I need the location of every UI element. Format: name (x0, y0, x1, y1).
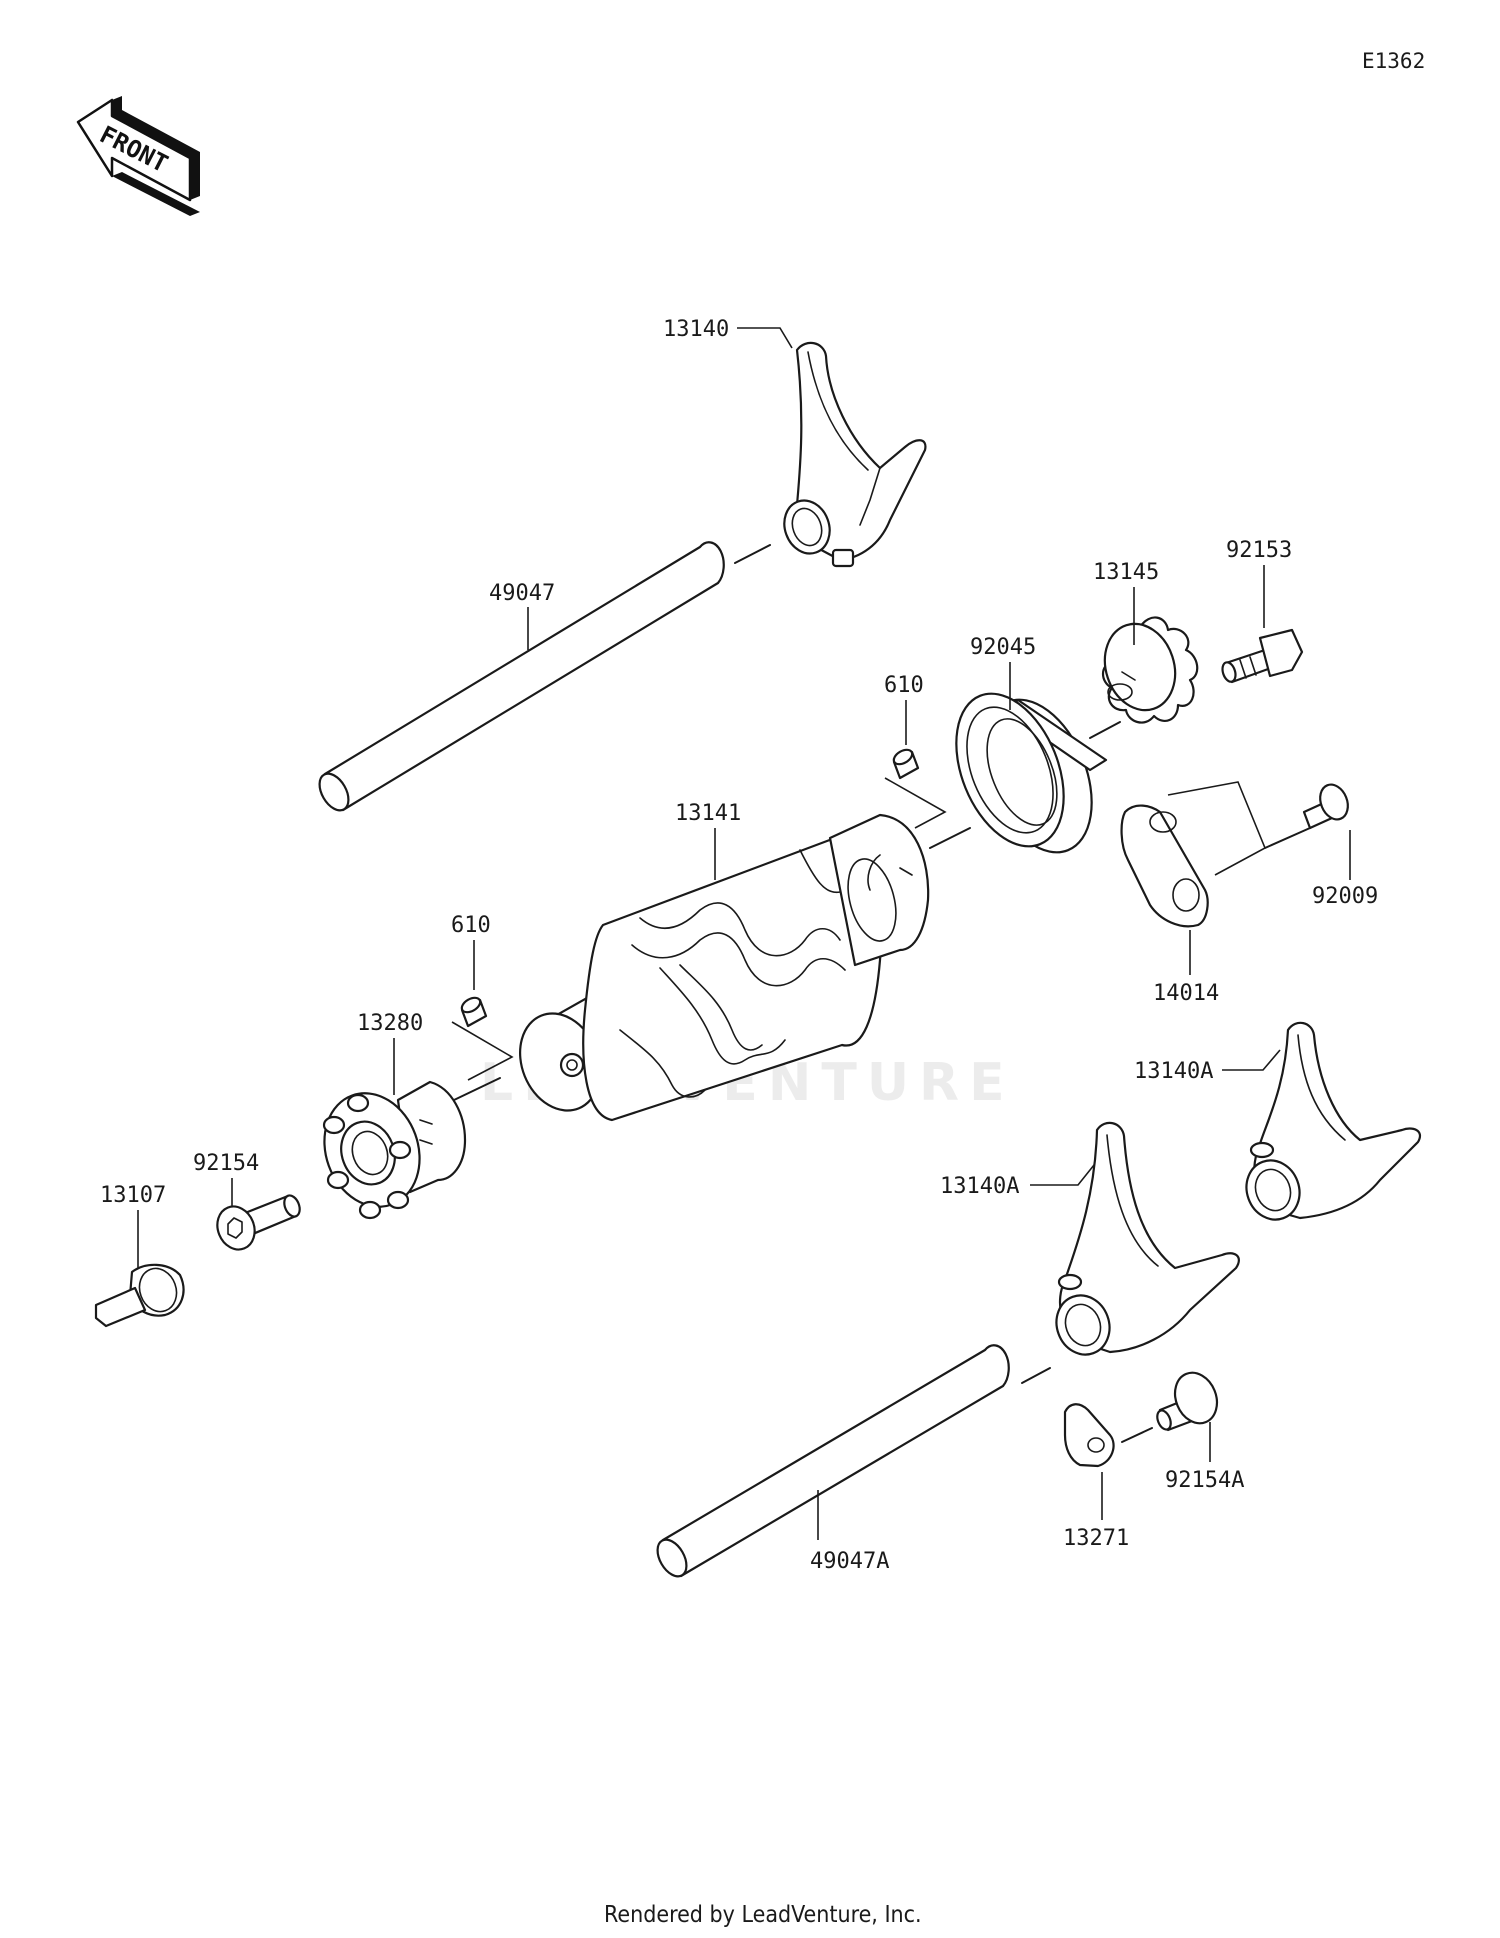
label-49047A: 49047A (810, 1549, 889, 1574)
label-92045: 92045 (970, 635, 1036, 660)
leader (451, 1021, 514, 1081)
leader (1167, 781, 1267, 876)
label-14014: 14014 (1153, 981, 1219, 1006)
front-arrow-icon: FRONT (76, 96, 200, 216)
shift-rod-49047A (656, 1344, 1010, 1578)
axis-line (1089, 721, 1121, 739)
leader (737, 327, 793, 349)
pin-610-upper (892, 748, 920, 780)
bearing-92045 (955, 692, 1108, 854)
label-92154: 92154 (193, 1151, 259, 1176)
bolt-92153 (1221, 628, 1304, 684)
label-610-upper: 610 (884, 673, 924, 698)
label-13140: 13140 (663, 317, 729, 342)
axis-line (734, 544, 771, 564)
bolt-92154A (1156, 1371, 1219, 1432)
shift-fork-13140 (783, 341, 927, 568)
label-92153: 92153 (1226, 538, 1292, 563)
shift-drum-13141 (518, 813, 930, 1122)
shift-fork-13140A-lower (1055, 1121, 1240, 1356)
plate-13271 (1063, 1403, 1115, 1468)
pin-610-lower (460, 996, 488, 1028)
plate-14014 (1120, 804, 1209, 928)
label-13140A-upper: 13140A (1134, 1059, 1213, 1084)
shift-cam-13145 (1101, 616, 1199, 724)
shift-fork-13140A-upper (1245, 1021, 1421, 1221)
label-13145: 13145 (1093, 560, 1159, 585)
cam-plate-13280 (322, 1080, 467, 1220)
leader (884, 777, 947, 829)
label-13271: 13271 (1063, 1526, 1129, 1551)
axis-line (929, 827, 971, 849)
label-610-lower: 610 (451, 913, 491, 938)
screw-92009 (1302, 783, 1349, 830)
label-92009: 92009 (1312, 884, 1378, 909)
label-49047: 49047 (489, 581, 555, 606)
axis-line (453, 1077, 501, 1101)
axis-line (1121, 1427, 1153, 1443)
label-92154A: 92154A (1165, 1468, 1244, 1493)
label-13107: 13107 (100, 1183, 166, 1208)
detent-13107 (94, 1263, 185, 1328)
axis-line (1264, 827, 1311, 849)
bolt-92154 (216, 1194, 301, 1251)
leader (1030, 1164, 1095, 1186)
label-13280: 13280 (357, 1011, 423, 1036)
label-13141: 13141 (675, 801, 741, 826)
label-13140A-lower: 13140A (940, 1174, 1019, 1199)
axis-line (1021, 1367, 1051, 1384)
diagram-code: E1362 (1362, 49, 1425, 73)
shift-rod-49047 (318, 541, 725, 812)
footer-credit: Rendered by LeadVenture, Inc. (604, 1902, 922, 1928)
leader (1222, 1049, 1281, 1071)
